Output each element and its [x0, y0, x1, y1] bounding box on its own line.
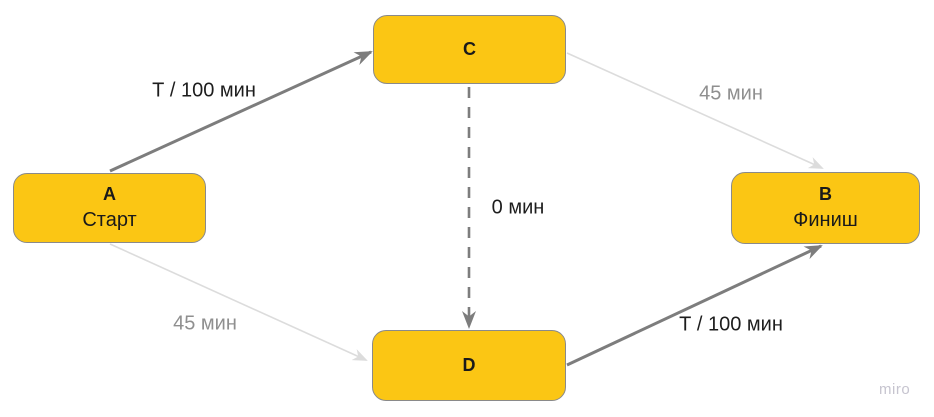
- node-b-finish[interactable]: B Финиш: [731, 172, 920, 244]
- node-b-letter: B: [819, 184, 832, 205]
- node-d-letter: D: [462, 354, 476, 375]
- edge-d-to-b[interactable]: [566, 244, 823, 367]
- edge-label-c-b[interactable]: 45 мин: [699, 82, 763, 105]
- node-b-caption: Финиш: [793, 208, 858, 231]
- node-a-letter: A: [103, 184, 116, 205]
- edge-label-c-d[interactable]: 0 мин: [491, 196, 545, 219]
- edge-label-a-c[interactable]: Т / 100 мин: [152, 79, 256, 102]
- edge-label-d-b[interactable]: Т / 100 мин: [679, 313, 783, 336]
- node-c[interactable]: C: [373, 15, 566, 84]
- node-c-letter: C: [463, 38, 476, 59]
- node-a-caption: Старт: [82, 208, 137, 231]
- edge-c-to-b[interactable]: [566, 52, 824, 169]
- edge-a-to-c[interactable]: [109, 50, 373, 173]
- edge-a-to-d[interactable]: [109, 243, 368, 361]
- edge-label-a-d[interactable]: 45 мин: [173, 312, 237, 335]
- node-a-start[interactable]: A Старт: [13, 173, 206, 243]
- node-d[interactable]: D: [372, 330, 566, 401]
- miro-logo: miro: [879, 381, 911, 398]
